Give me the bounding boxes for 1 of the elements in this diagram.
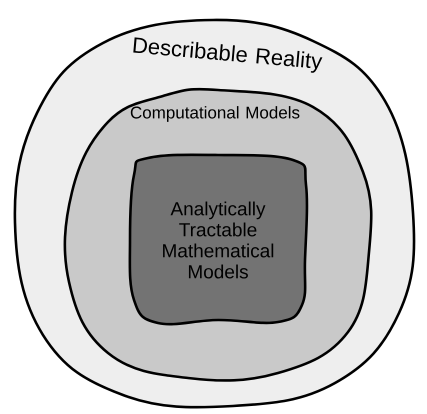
region-blob: Analytically Tractable Mathematical Models: [128, 153, 308, 326]
